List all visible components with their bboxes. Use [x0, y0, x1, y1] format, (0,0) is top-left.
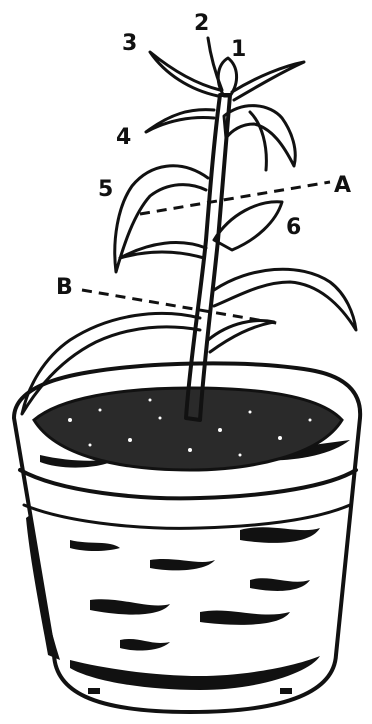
- leaf-label-6: 6: [286, 215, 301, 240]
- leaf-label-5: 5: [98, 177, 113, 202]
- plant-leaves: [22, 38, 356, 414]
- leaf-label-4: 4: [116, 125, 131, 150]
- cut-label-b: B: [56, 275, 73, 300]
- leaf-label-1: 1: [231, 37, 246, 62]
- leaf-label-3: 3: [122, 31, 137, 56]
- leaf-label-2: 2: [194, 11, 209, 36]
- plant-stem: [186, 95, 230, 420]
- cut-label-a: A: [334, 173, 351, 198]
- cut-line-b: [82, 290, 282, 324]
- pot-shading: [26, 440, 350, 694]
